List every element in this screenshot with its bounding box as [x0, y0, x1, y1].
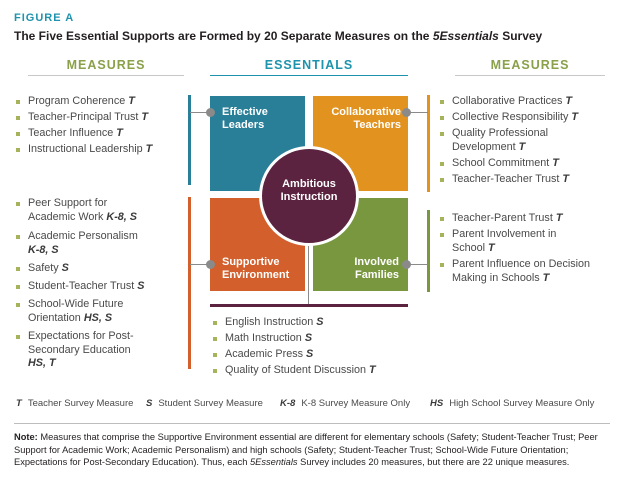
connector-line-leaders: [190, 112, 212, 113]
connector-bar-families: [427, 210, 430, 292]
left-top-measures: Program Coherence T Teacher-Principal Tr…: [16, 95, 191, 165]
connector-dot-teachers: [402, 108, 411, 117]
right-bottom-measures: Teacher-Parent Trust T Parent Involvemen…: [440, 212, 615, 287]
center-bottom-measures: English Instruction S Math Instruction S…: [213, 316, 413, 381]
header-essentials: ESSENTIALS: [264, 58, 354, 72]
header-middle-rule: [210, 75, 408, 76]
figure-label: FIGURE A: [14, 12, 75, 24]
connector-bar-instruction: [210, 304, 408, 307]
header-right-rule: [455, 75, 605, 76]
connector-line-teachers: [406, 112, 428, 113]
connector-dot-environment: [206, 260, 215, 269]
figure-title: The Five Essential Supports are Formed b…: [14, 29, 543, 43]
connector-bar-leaders: [188, 95, 191, 185]
footnote: Note: Measures that comprise the Support…: [14, 432, 598, 468]
connector-line-families: [406, 264, 428, 265]
essential-ambitious-instruction: [259, 146, 359, 246]
connector-line-environment: [190, 264, 212, 265]
header-right-measures: MEASURES: [490, 58, 570, 72]
header-left-measures: MEASURES: [66, 58, 146, 72]
header-left-rule: [28, 75, 184, 76]
connector-dot-leaders: [206, 108, 215, 117]
connector-line-instruction: [308, 244, 309, 304]
connector-dot-families: [402, 260, 411, 269]
note-divider: [14, 423, 610, 424]
right-top-measures: Collaborative Practices T Collective Res…: [440, 95, 615, 190]
connector-bar-environment: [188, 197, 191, 369]
connector-bar-teachers: [427, 95, 430, 192]
